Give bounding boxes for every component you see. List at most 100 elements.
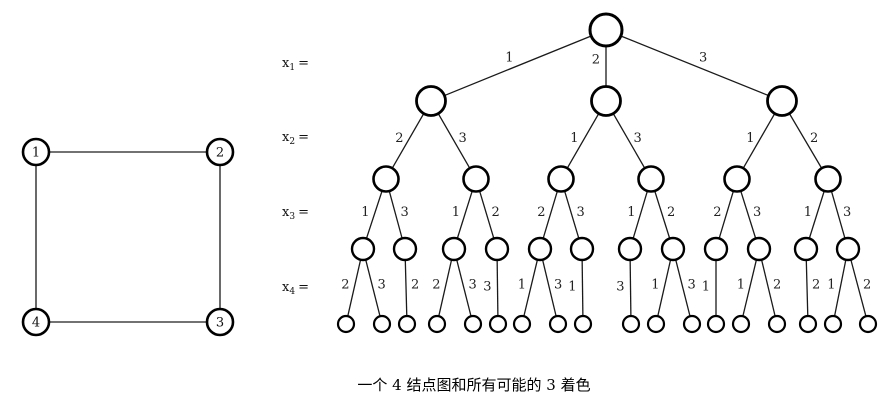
tree-node-2-2-2-1	[646, 314, 666, 334]
level-label-4: x4=	[282, 280, 309, 297]
tree-node-1-2	[462, 165, 490, 193]
tree-node-3-2	[814, 165, 842, 193]
tree-node-2-2-1-1	[621, 314, 641, 334]
state-space-tree-edges	[347, 35, 867, 317]
tree-node-3-1-2-1	[731, 314, 751, 334]
tree-node-1-1-2-1	[397, 314, 417, 334]
tree-edge-1-1-1	[365, 190, 383, 239]
tree-node-1-1	[372, 165, 400, 193]
tree-edge-3-2	[788, 113, 823, 169]
tree-node-3-2-1	[793, 236, 819, 262]
figure-caption: 一个 4 结点图和所有可能的 3 着色	[357, 376, 591, 394]
tree-edge-3-1-2	[740, 190, 757, 239]
tree-node-2-2-1	[617, 236, 643, 262]
tree-node-1-2-2-1	[488, 314, 508, 334]
tree-edge-label-1-2-1-1: 2	[432, 278, 440, 293]
tree-edge-3	[620, 35, 769, 97]
tree-edge-label-2-1-2-1: 1	[568, 280, 576, 295]
tree-edge-label-2-1-1-1: 1	[518, 278, 526, 293]
tree-node-root	[588, 12, 624, 48]
tree-edge-3-2-2-2	[850, 259, 867, 317]
level-label-1: x1=	[282, 56, 309, 73]
tree-node-2-1-2-1	[573, 314, 593, 334]
tree-node-1-2-1-2	[463, 314, 483, 334]
tree-edge-label-2-1-1-2: 3	[554, 278, 562, 293]
tree-edge-label-2-2-1: 1	[627, 205, 635, 220]
tree-edge-label-3-1-1-1: 1	[702, 280, 710, 295]
tree-edge-2-2-2	[654, 190, 671, 239]
tree-edge-2-2-2-1	[657, 259, 672, 317]
tree-edge-3-2-1-1	[805, 259, 809, 317]
tree-node-2-2-2	[660, 236, 686, 262]
tree-edge-label-3-1-1: 2	[713, 205, 721, 220]
tree-edge-1-1-2	[388, 190, 403, 239]
tree-node-3-1-1-1	[706, 314, 726, 334]
tree-node-1-2-2	[484, 236, 510, 262]
tree-edge-2-2-2-2	[675, 259, 691, 317]
tree-node-2-2-2-2	[682, 314, 702, 334]
tree-node-3-2-2-2	[858, 314, 878, 334]
tree-edge-label-3-2-2-2: 2	[863, 278, 871, 293]
tree-node-3-1-1	[703, 236, 729, 262]
tree-edge-label-2-1: 1	[570, 131, 578, 146]
tree-edge-2-1	[566, 113, 600, 169]
tree-node-3-2-2	[835, 236, 861, 262]
tree-node-2-2	[637, 165, 665, 193]
tree-edge-label-2-1-1: 2	[537, 205, 545, 220]
graph-vertex-label-1: 1	[32, 146, 40, 161]
tree-edge-3-1-2-1	[742, 259, 758, 317]
tree-edge-1-2-1-1	[438, 259, 453, 317]
tree-edge-2-1-2-1	[581, 259, 584, 317]
tree-edge-label-1-1-2: 3	[401, 205, 409, 220]
tree-edge-2-2	[612, 113, 646, 169]
tree-edge-label-3-2-1-1: 2	[812, 278, 820, 293]
tree-node-2-1-1-1	[512, 314, 532, 334]
tree-edge-label-1-2-2-1: 3	[483, 280, 491, 295]
tree-edge-1-1-1-2	[365, 259, 381, 317]
graph-vertex-2	[205, 137, 235, 167]
tree-edge-3-1-1	[718, 190, 735, 239]
graph-vertex-1	[21, 137, 51, 167]
tree-node-3-2-1-1	[798, 314, 818, 334]
tree-edge-3-2-2	[830, 190, 846, 239]
tree-node-1-2-1	[441, 236, 467, 262]
tree-node-2-1-1-2	[548, 314, 568, 334]
tree-edge-label-3-1-2-2: 2	[773, 278, 781, 293]
tree-edge-label-1-1: 2	[395, 131, 403, 146]
tree-edge-label-1-1-1: 1	[361, 205, 369, 220]
tree-edge-label-1-2-1-2: 3	[469, 278, 477, 293]
tree-edge-label-2-2-2: 2	[667, 205, 675, 220]
tree-node-2-1	[547, 165, 575, 193]
tree-node-2-1-2	[569, 236, 595, 262]
tree-edge-label-1-2-2: 2	[492, 205, 500, 220]
tree-edge-2-2-1	[632, 190, 649, 239]
tree-edge-3-1	[742, 113, 776, 169]
tree-node-3-1	[723, 165, 751, 193]
tree-edge-label-3-2: 2	[810, 131, 818, 146]
graph-vertex-label-2: 2	[216, 146, 224, 161]
tree-edge-label-1-1-2-1: 2	[411, 278, 419, 293]
tree-edge-1-1	[391, 113, 425, 169]
level-label-2: x2=	[282, 130, 309, 147]
tree-edge-2-1-1-2	[541, 259, 557, 317]
tree-edge-label-2-2-1-1: 3	[616, 280, 624, 295]
level-label-3: x3=	[282, 205, 309, 222]
tree-edge-label-3-1-2-1: 1	[737, 278, 745, 293]
tree-edge-2-1-1-1	[523, 259, 539, 317]
tree-edge-label-1-1-1-2: 3	[378, 278, 386, 293]
tree-edge-label-3-2-2-1: 1	[827, 278, 835, 293]
tree-node-3-1-2	[746, 236, 772, 262]
graph-vertex-4	[21, 307, 51, 337]
tree-edge-label-2-2-2-2: 3	[688, 278, 696, 293]
tree-edge-2-1-2	[563, 190, 580, 239]
tree-edge-label-3-1-2: 3	[753, 205, 761, 220]
tree-edge-2-1-1	[542, 190, 559, 239]
tree-edge-label-2-2: 3	[634, 131, 642, 146]
tree-edge-1-2-2	[478, 190, 495, 239]
tree-node-3-1-2-2	[767, 314, 787, 334]
tree-node-1-1-1-1	[336, 314, 356, 334]
tree-edge-label-1: 1	[505, 51, 513, 66]
graph-vertex-label-3: 3	[216, 316, 224, 331]
